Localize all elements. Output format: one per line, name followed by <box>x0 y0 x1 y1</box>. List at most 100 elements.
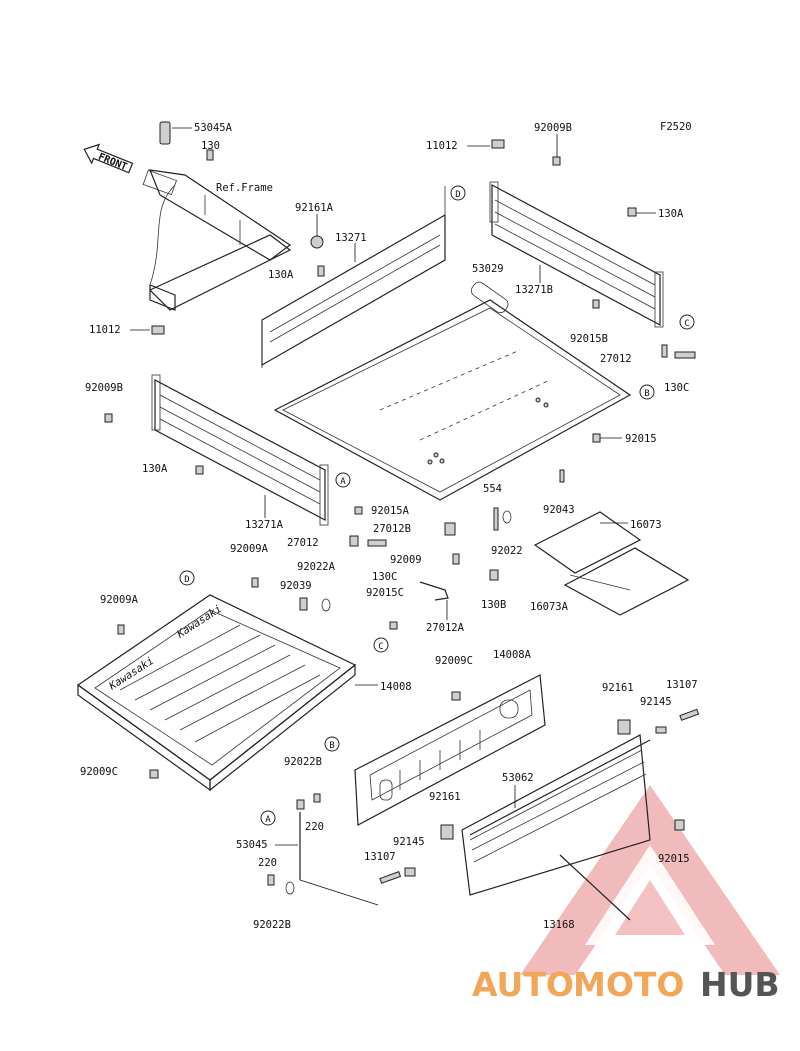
washer-92022b-2 <box>285 881 295 895</box>
label-53029: 53029 <box>472 263 504 275</box>
watermark-part2: MOTO <box>573 965 684 1004</box>
label-220-1: 220 <box>305 821 324 833</box>
label-ref-frame: Ref.Frame <box>216 182 273 194</box>
nut-92009-mid <box>452 553 460 565</box>
washer-92022a <box>321 598 331 612</box>
nut-53045-top <box>296 799 305 810</box>
label-13107-r: 13107 <box>666 679 698 691</box>
bolt-130 <box>206 149 214 161</box>
ref-circle-C-box <box>373 637 389 653</box>
label-92161A: 92161A <box>295 202 334 214</box>
label-130C-r: 130C <box>664 382 689 394</box>
bolt-130c-r <box>674 351 696 359</box>
ref-A-bot: A <box>265 815 271 825</box>
bed-floor-53029 <box>273 281 632 501</box>
label-16073A: 16073A <box>530 601 569 613</box>
watermark-logo <box>520 785 780 975</box>
bolt-130b <box>489 569 499 581</box>
front-arrow-icon <box>83 143 134 174</box>
ref-circle-D-box <box>179 570 195 586</box>
label-27012A: 27012A <box>426 622 465 634</box>
nut-92009b-top <box>552 156 561 166</box>
label-53045A: 53045A <box>194 122 233 134</box>
tailgate-53062 <box>379 708 700 921</box>
label-92145-r: 92145 <box>640 696 672 708</box>
hinge-27012-r <box>661 344 668 358</box>
ref-A-mid: A <box>340 477 346 487</box>
nut-92009a-1 <box>251 577 259 588</box>
label-14008: 14008 <box>380 681 412 693</box>
watermark-text: AUTO MOTO HUB <box>472 965 780 1004</box>
label-92039: 92039 <box>280 580 312 592</box>
nut-92009c-mid <box>451 691 461 701</box>
bolt-130a-1 <box>317 265 325 277</box>
ref-circle-D-top <box>450 185 466 201</box>
label-92009-mid: 92009 <box>390 554 422 566</box>
label-27012B: 27012B <box>373 523 411 535</box>
watermark-triangle-inner <box>585 845 715 945</box>
label-11012-left: 11012 <box>89 324 121 336</box>
label-92015C: 92015C <box>366 587 404 599</box>
ref-circle-B-box <box>324 736 340 752</box>
ref-circle-B-top <box>639 384 655 400</box>
rod-13168 <box>559 854 631 921</box>
label-92145-m: 92145 <box>393 836 425 848</box>
label-92043: 92043 <box>543 504 575 516</box>
watermark-part3: HUB <box>700 965 780 1004</box>
figure-code: F2520 <box>660 121 692 133</box>
pin-13107-r <box>679 708 700 721</box>
label-14008A: 14008A <box>493 649 532 661</box>
screw-220-bot <box>267 874 275 886</box>
label-130A-1: 130A <box>268 269 294 281</box>
ref-B-top: B <box>644 389 649 399</box>
label-92009B-top: 92009B <box>534 122 572 134</box>
latch-53045 <box>267 793 321 895</box>
ref-D-box: D <box>184 575 189 585</box>
nut-92015-r <box>592 433 601 443</box>
kawasaki-emboss-back: Kawasaki <box>174 603 224 641</box>
bumper-92161-m <box>440 824 454 840</box>
label-92161-r: 92161 <box>602 682 634 694</box>
front-panel-13271 <box>261 186 446 368</box>
ref-circle-A-mid <box>335 472 351 488</box>
label-554: 554 <box>483 483 502 495</box>
side-panel-13271A <box>104 325 456 547</box>
ref-circle-A-bot <box>260 810 276 826</box>
ref-D-top: D <box>455 190 460 200</box>
label-92009C-mid: 92009C <box>435 655 473 667</box>
frame-assembly <box>142 121 324 311</box>
label-130A-left: 130A <box>142 463 168 475</box>
front-arrow: FRONT <box>83 143 134 174</box>
label-92015-r: 92015 <box>625 433 657 445</box>
ref-B-box: B <box>329 741 334 751</box>
ref-C-top: C <box>684 319 689 329</box>
label-13107-m: 13107 <box>364 851 396 863</box>
nut-92009b-left <box>104 413 113 423</box>
label-92009C-left: 92009C <box>80 766 118 778</box>
watermark-part1: AUTO <box>472 965 574 1004</box>
label-16073: 16073 <box>630 519 662 531</box>
label-92009B-left: 92009B <box>85 382 123 394</box>
label-13271A: 13271A <box>245 519 284 531</box>
label-92015B: 92015B <box>570 333 608 345</box>
pin-554 <box>493 507 499 531</box>
label-53045: 53045 <box>236 839 268 851</box>
label-27012-r: 27012 <box>600 353 632 365</box>
label-92161-m: 92161 <box>429 791 461 803</box>
watermark-triangle <box>520 785 780 975</box>
cap-11012-top <box>491 139 505 149</box>
bumper-92161a <box>310 235 324 249</box>
bolt-130a-2 <box>627 207 637 217</box>
label-92015-bot: 92015 <box>658 853 690 865</box>
label-130A-2: 130A <box>658 208 684 220</box>
ref-circle-C-top <box>679 314 695 330</box>
panel-14008A <box>354 674 546 826</box>
label-130C-l: 130C <box>372 571 397 583</box>
label-11012-top: 11012 <box>426 140 458 152</box>
pin-13107-m <box>379 871 402 884</box>
side-panel-13271B <box>489 139 696 359</box>
hinge-27012b <box>444 522 456 536</box>
label-92015A: 92015A <box>371 505 410 517</box>
